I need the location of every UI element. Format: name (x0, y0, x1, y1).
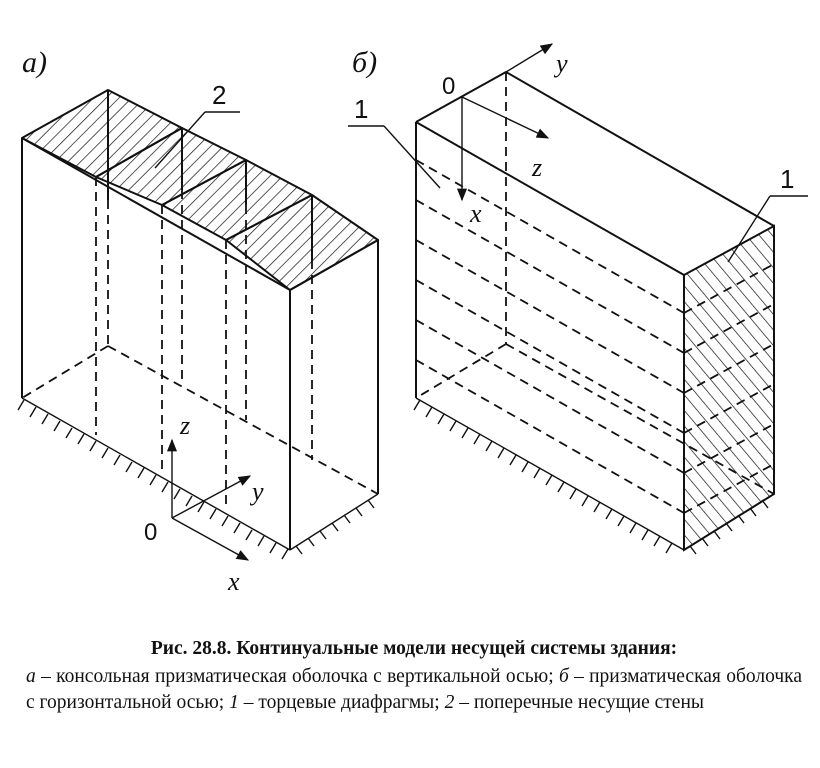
panel-a-ground-hatching (17, 397, 379, 560)
panel-b-y-axis (505, 43, 554, 73)
panel-a-callout-leader (154, 111, 206, 169)
caption-body: а – консольная призматическая оболочка с… (26, 664, 802, 716)
panel-b-label: б) (352, 46, 377, 79)
panel-b-callout-1-left: 1 (354, 94, 368, 124)
caption-key-1: 1 (229, 692, 239, 713)
figure-caption: Рис. 28.8. Континуальные модели несущей … (26, 636, 802, 716)
panel-b-callout-1-right: 1 (780, 164, 794, 194)
caption-text-1: – торцевые диафрагмы; (238, 692, 445, 713)
panel-b-z-axis (461, 96, 550, 139)
panel-a-y-axis (171, 475, 252, 519)
panel-a-y-label: y (249, 477, 264, 506)
caption-key-a: а (26, 666, 36, 687)
panel-b-origin-label: 0 (442, 73, 455, 100)
panel-a-x-axis (171, 517, 250, 561)
panel-a-diagram: а) 2 (17, 46, 379, 596)
panel-b-callout-right-leader (727, 195, 771, 263)
caption-key-b: б (558, 666, 569, 687)
panel-b-callout-left-leader (383, 125, 441, 189)
panel-b-end-diaphragm (683, 224, 775, 552)
panel-b-diagram: б) y (348, 43, 808, 555)
panel-a-x-label: x (227, 567, 240, 596)
panel-a-callout-2: 2 (212, 80, 226, 110)
figure-illustration: а) 2 (17, 43, 808, 596)
panel-b-z-label: z (531, 153, 542, 182)
panel-a-label: а) (22, 46, 47, 79)
caption-key-2: 2 (444, 692, 455, 713)
panel-a-z-label: z (179, 411, 190, 440)
panel-a-origin-label: 0 (144, 519, 157, 546)
panel-b-x-label: x (469, 199, 482, 228)
caption-text-b: – призматическая оболочка с горизонтальн… (26, 666, 802, 713)
caption-text-2: – поперечные несущие стены (454, 692, 704, 713)
caption-text-a: – консольная призматическая оболочка с в… (35, 666, 559, 687)
panel-b-y-label: y (553, 49, 568, 78)
caption-title: Рис. 28.8. Континуальные модели несущей … (150, 638, 678, 659)
